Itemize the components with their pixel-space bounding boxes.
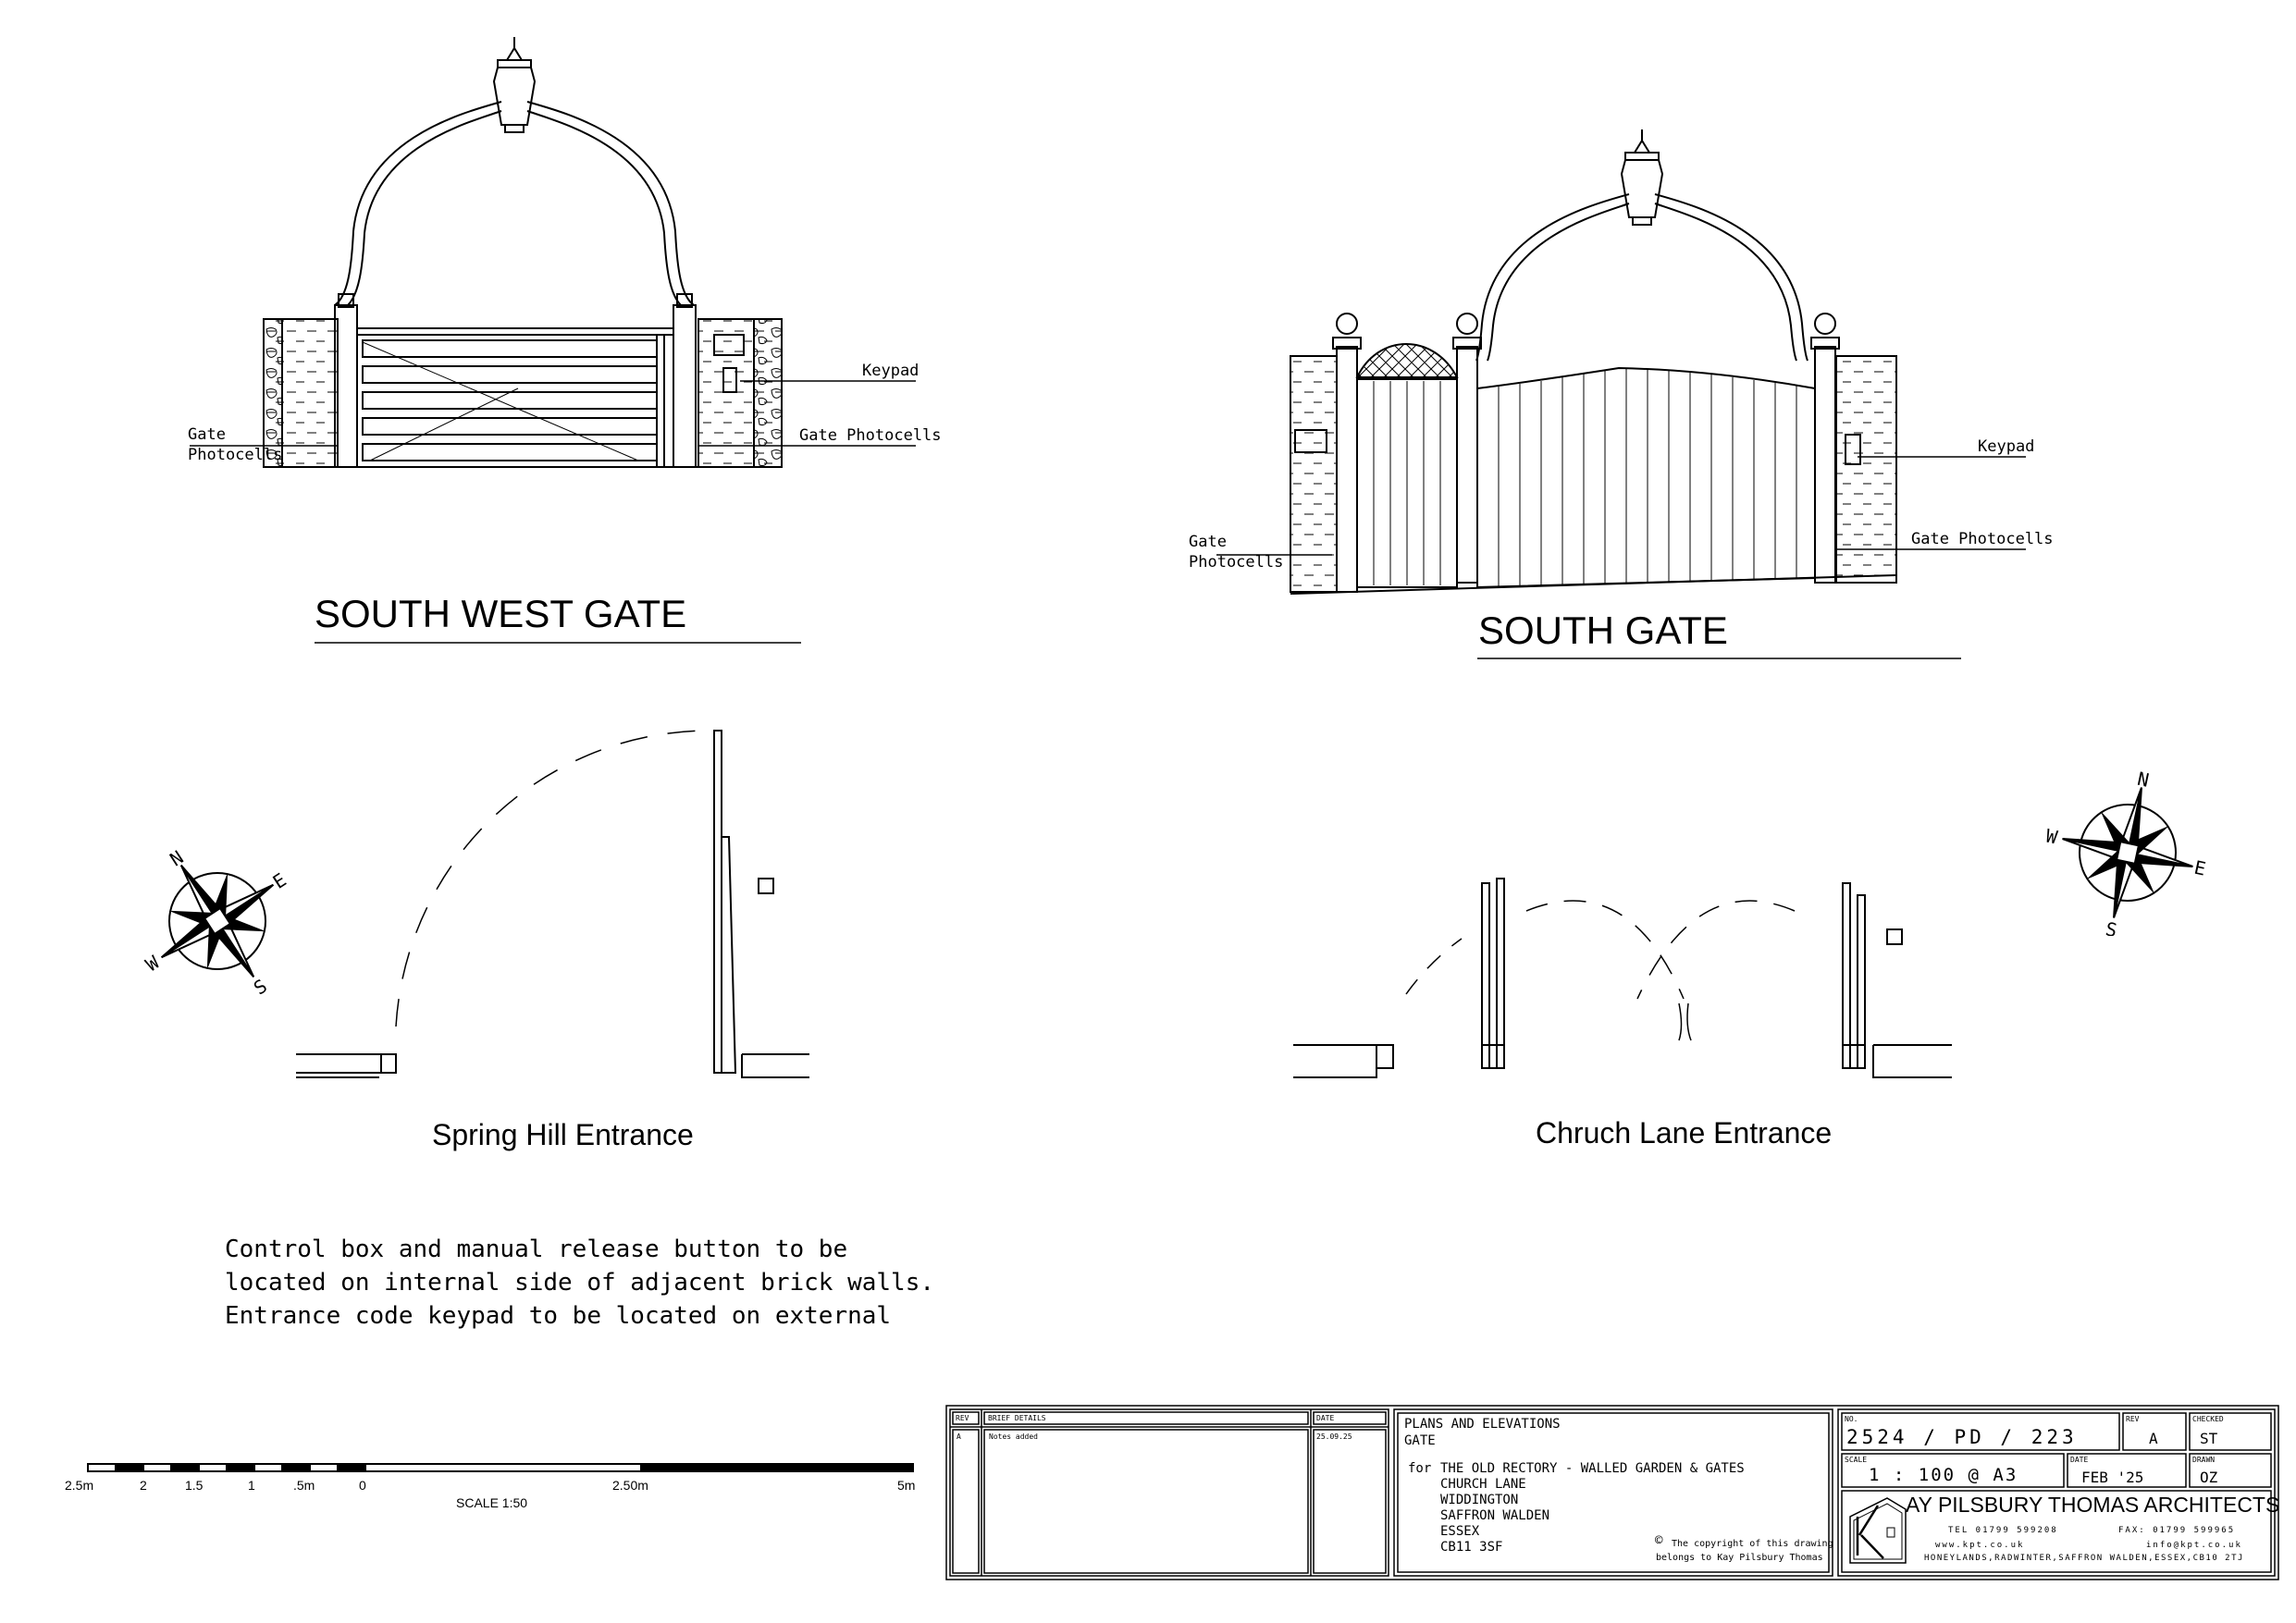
title-block-frames (945, 1405, 2279, 1580)
s-photocells-left-line2: Photocells (1189, 553, 1284, 572)
copyright-icon: © (1655, 1533, 1663, 1548)
rev-column-header: REV (956, 1414, 969, 1422)
church-lane-plan (1293, 878, 1952, 1078)
scale-tick-0: 0 (359, 1478, 366, 1493)
compass-s-label: S (2104, 917, 2119, 936)
project-line-6: CB11 3SF (1440, 1540, 1503, 1555)
south-gate-elevation (1216, 129, 2026, 659)
north-arrow-church-lane: N E S W (2044, 769, 2208, 936)
drawing-title-line-1: PLANS AND ELEVATIONS (1404, 1417, 1561, 1432)
date-column-header: DATE (1316, 1414, 1335, 1422)
revision-date: 25.09.25 (1316, 1432, 1352, 1441)
scale-tick-2-5m: 2.5m (65, 1478, 94, 1493)
scale-label: SCALE (1845, 1456, 1868, 1464)
drawing-number: 2524 / PD / 223 (1846, 1426, 2078, 1448)
scale-caption: SCALE 1:50 (456, 1495, 528, 1510)
drawn-value: OZ (2200, 1469, 2218, 1486)
rev-value: A (2149, 1430, 2158, 1447)
project-line-1: THE OLD RECTORY - WALLED GARDEN & GATES (1440, 1461, 1745, 1476)
s-photocells-right-label: Gate Photocells (1911, 530, 2054, 548)
firm-email: info@kpt.co.uk (2146, 1541, 2242, 1550)
sw-photocells-right-label: Gate Photocells (799, 426, 942, 445)
s-keypad-label: Keypad (1978, 437, 2035, 456)
drawing-title-line-2: GATE (1404, 1433, 1436, 1448)
south-west-gate-elevation (190, 37, 916, 644)
revision-details: Notes added (989, 1432, 1038, 1441)
compass-w-label: W (142, 951, 164, 976)
scale-tick-5m: 5m (897, 1478, 916, 1493)
copyright-line-2: belongs to Kay Pilsbury Thomas (1656, 1553, 1823, 1563)
firm-web: www.kpt.co.uk (1935, 1541, 2025, 1550)
north-arrow-spring-hill: N E S W (142, 846, 290, 1000)
scale-tick-0-5m: .5m (293, 1478, 315, 1493)
compass-s-label: S (250, 975, 271, 1000)
firm-fax: FAX: 01799 599965 (2118, 1526, 2236, 1535)
compass-n-label: N (2135, 769, 2151, 792)
copyright-line-1: The copyright of this drawing (1672, 1539, 1833, 1549)
compass-e-label: E (2192, 856, 2208, 880)
brief-details-header: BRIEF DETAILS (988, 1414, 1046, 1422)
south-west-gate-title: SOUTH WEST GATE (315, 592, 687, 635)
sw-photocells-left-line1: Gate (188, 425, 226, 444)
for-label: for (1408, 1461, 1432, 1476)
compass-n-label: N (166, 846, 187, 871)
scale-value: 1 : 100 @ A3 (1869, 1465, 2018, 1485)
south-gate-title: SOUTH GATE (1478, 609, 1728, 652)
date-value: FEB '25 (2081, 1469, 2144, 1486)
project-line-5: ESSEX (1440, 1524, 1480, 1539)
scale-tick-2: 2 (140, 1478, 147, 1493)
church-lane-entrance-title: Chruch Lane Entrance (1536, 1116, 1833, 1150)
note-line-1: Control box and manual release button to… (225, 1236, 848, 1263)
rev-label: REV (2126, 1415, 2140, 1423)
sw-photocells-left-line2: Photocells (188, 446, 283, 464)
firm-address: HONEYLANDS,RADWINTER,SAFFRON WALDEN,ESSE… (1924, 1554, 2244, 1563)
scale-bar (87, 1463, 914, 1472)
spring-hill-plan (296, 730, 809, 1078)
checked-value: ST (2200, 1430, 2218, 1447)
compass-e-label: E (269, 868, 290, 893)
project-line-4: SAFFRON WALDEN (1440, 1508, 1550, 1523)
scale-tick-1-5: 1.5 (185, 1478, 204, 1493)
number-label: NO. (1845, 1415, 1858, 1423)
revision-letter: A (957, 1432, 961, 1441)
note-line-2: located on internal side of adjacent bri… (225, 1269, 935, 1297)
drawn-label: DRAWN (2192, 1456, 2216, 1464)
compass-w-label: W (2044, 825, 2060, 849)
project-line-2: CHURCH LANE (1440, 1477, 1526, 1492)
date-label: DATE (2070, 1456, 2089, 1464)
note-line-3: Entrance code keypad to be located on ex… (225, 1302, 892, 1330)
scale-tick-1: 1 (248, 1478, 255, 1493)
firm-tel: TEL 01799 599208 (1948, 1526, 2058, 1535)
project-line-3: WIDDINGTON (1440, 1493, 1519, 1507)
s-photocells-left-line1: Gate (1189, 533, 1227, 551)
sw-keypad-label: Keypad (862, 362, 920, 380)
firm-name: AY PILSBURY THOMAS ARCHITECTS (1906, 1493, 2280, 1517)
scale-tick-2-50m: 2.50m (612, 1478, 648, 1493)
spring-hill-entrance-title: Spring Hill Entrance (432, 1118, 694, 1151)
checked-label: CHECKED (2192, 1415, 2224, 1423)
